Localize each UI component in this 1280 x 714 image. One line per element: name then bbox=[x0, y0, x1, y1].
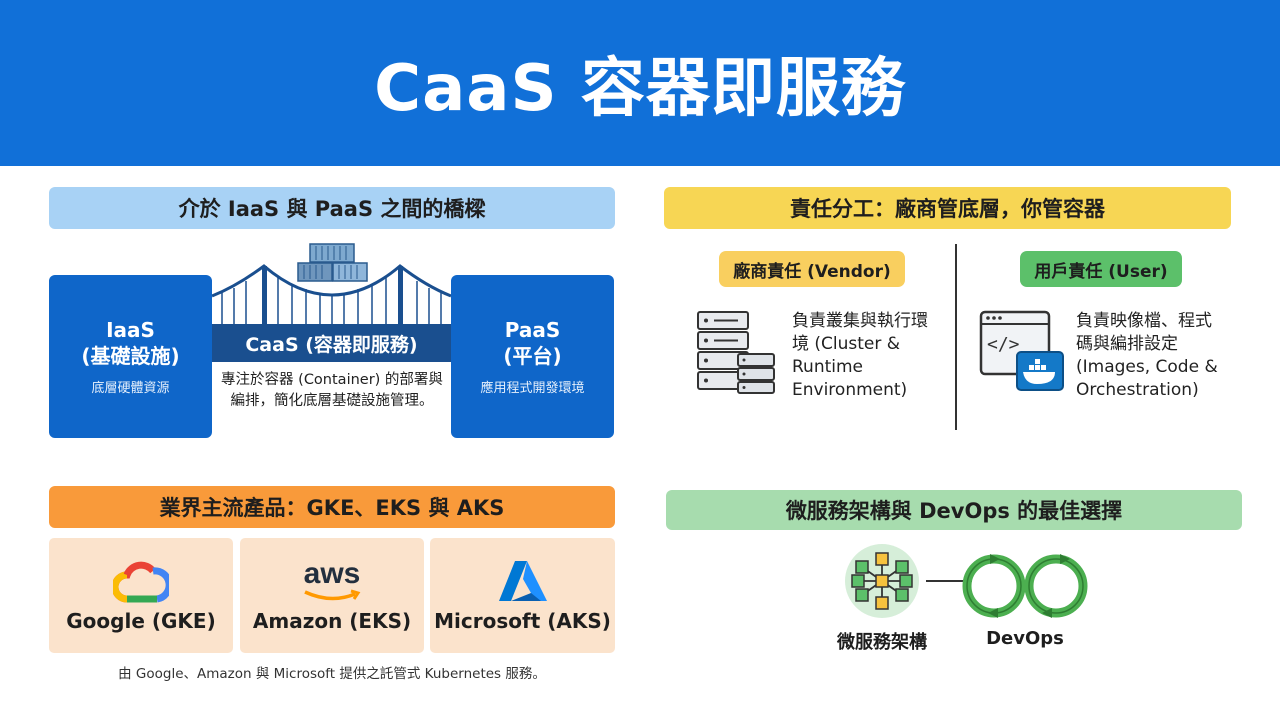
svg-text:</>: </> bbox=[987, 334, 1020, 355]
google-cloud-logo bbox=[113, 560, 169, 602]
iaas-name: IaaS bbox=[106, 318, 155, 342]
microservices-label: 微服務架構 bbox=[837, 632, 927, 653]
suspension-bridge-icon bbox=[212, 243, 451, 336]
devops-infinity-icon bbox=[962, 554, 1088, 618]
responsibility-section-title: 責任分工：廠商管底層，你管容器 bbox=[664, 187, 1231, 229]
vendor-label: 廠商責任 (Vendor) bbox=[719, 251, 905, 287]
products-section-title: 業界主流產品：GKE、EKS 與 AKS bbox=[49, 486, 615, 528]
product-name-microsoft: Microsoft (AKS) bbox=[434, 608, 611, 633]
aws-logo: aws bbox=[301, 558, 363, 603]
code-window-icon: </> bbox=[979, 310, 1064, 391]
microservice-network-icon bbox=[845, 544, 919, 618]
server-rack-icon bbox=[697, 311, 775, 394]
header-banner: CaaS 容器即服務 bbox=[0, 0, 1280, 166]
responsibility-divider bbox=[955, 244, 957, 430]
iaas-subname: (基礎設施) bbox=[81, 344, 180, 368]
vendor-description: 負責叢集與執行環境 (Cluster & Runtime Environment… bbox=[792, 311, 928, 400]
docker-whale-icon bbox=[1016, 351, 1064, 391]
devops-label: DevOps bbox=[986, 628, 1064, 649]
product-name-aws: Amazon (EKS) bbox=[252, 608, 412, 633]
product-card-aws: aws Amazon (EKS) bbox=[240, 538, 424, 653]
container-stack-icon bbox=[297, 243, 368, 282]
iaas-desc: 底層硬體資源 bbox=[91, 381, 170, 396]
caas-description: 專注於容器 (Container) 的部署與編排，簡化底層基礎設施管理。 bbox=[221, 372, 443, 409]
microservices-section-title: 微服務架構與 DevOps 的最佳選擇 bbox=[666, 490, 1242, 530]
paas-desc: 應用程式開發環境 bbox=[480, 381, 585, 396]
products-note: 由 Google、Amazon 與 Microsoft 提供之託管式 Kuber… bbox=[118, 666, 546, 682]
caas-band: CaaS (容器即服務) bbox=[212, 324, 451, 362]
iaas-box: IaaS (基礎設施) 底層硬體資源 bbox=[49, 275, 212, 438]
user-label: 用戶責任 (User) bbox=[1020, 251, 1182, 287]
paas-subname: (平台) bbox=[503, 344, 562, 368]
product-name-google: Google (GKE) bbox=[66, 608, 216, 633]
product-card-google: Google (GKE) bbox=[49, 538, 233, 653]
product-card-microsoft: Microsoft (AKS) bbox=[430, 538, 615, 653]
paas-box: PaaS (平台) 應用程式開發環境 bbox=[451, 275, 614, 438]
micro-devops-connector bbox=[926, 580, 972, 582]
bridge-section-title: 介於 IaaS 與 PaaS 之間的橋樑 bbox=[49, 187, 615, 229]
paas-name: PaaS bbox=[504, 318, 561, 342]
page-title: CaaS 容器即服務 bbox=[374, 52, 906, 126]
user-description: 負責映像檔、程式碼與編排設定 (Images, Code & Orchestra… bbox=[1076, 311, 1218, 400]
azure-logo bbox=[498, 560, 547, 601]
